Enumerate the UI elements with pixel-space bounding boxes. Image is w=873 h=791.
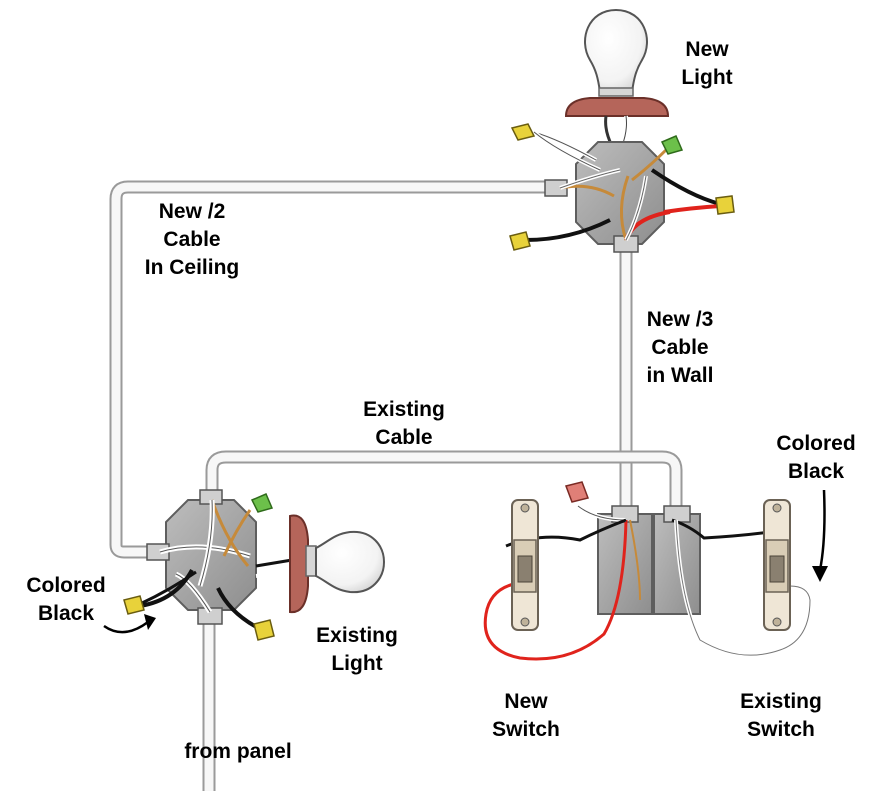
wire-nut [123,595,145,615]
existing-light-fixture [289,514,386,614]
wire-nut [660,135,684,155]
arrow-colored-black-left [103,620,149,634]
new-switch-device [511,499,539,631]
label-new-switch: New Switch [492,690,560,741]
wire-nut [250,493,274,513]
label-new-light: New Light [681,38,733,89]
label-new-2-cable: New /2 Cable In Ceiling [144,200,240,279]
existing-light-junction-box [123,489,293,641]
wire-nut [565,481,589,503]
label-colored-black-right: Colored Black [776,432,856,483]
wire-nut [509,231,531,251]
wire-nut [510,123,536,141]
existing-cable [205,450,683,512]
new-light-bulb [584,8,648,93]
label-existing-light: Existing Light [316,624,398,675]
wire-nut [253,619,275,641]
label-from-panel: from panel [184,740,292,763]
existing-switch-device [763,499,791,631]
cables [109,180,683,791]
existing-light-bulb [315,530,386,594]
label-colored-black-left: Colored Black [26,574,106,625]
new-light-canopy [564,97,670,117]
label-new-3-cable: New /3 Cable in Wall [646,308,714,387]
annotation-arrows [103,489,828,634]
existing-light-canopy [289,514,309,614]
wire-nut [715,195,735,215]
label-existing-cable: Existing Cable [363,398,445,449]
label-existing-switch: Existing Switch [740,690,822,741]
arrow-colored-black-right [818,489,826,571]
switch-box [483,481,813,661]
new-light-fixture [564,8,670,147]
new-light-junction-box [509,123,735,253]
